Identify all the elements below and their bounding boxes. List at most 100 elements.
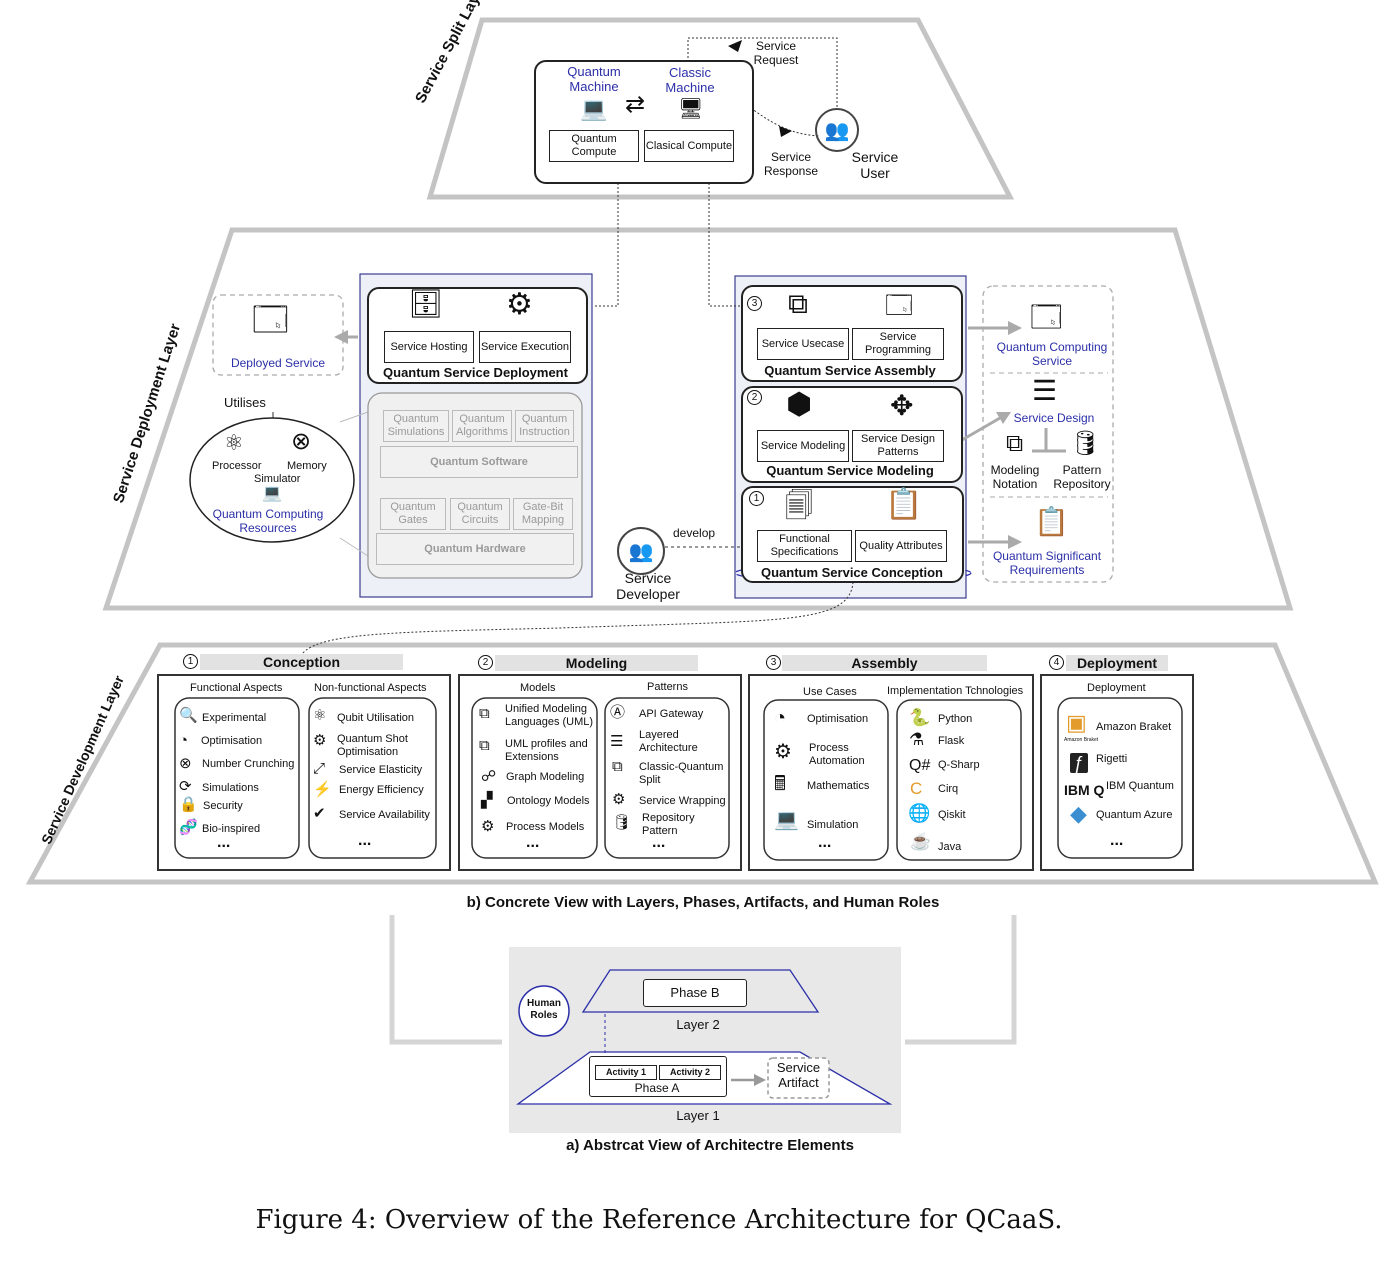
cubes-icon: ⬢ xyxy=(786,388,813,421)
model-item: Unified Modeling Languages (UML) xyxy=(505,703,594,728)
functional-item: Number Crunching xyxy=(202,758,295,770)
quantum-hardware-box: Quantum Hardware xyxy=(376,533,574,565)
service-response-label: Service Response xyxy=(763,150,819,178)
tech-item: Flask xyxy=(938,735,965,747)
pattern-item: Layered Architecture xyxy=(639,729,698,754)
nonfunctional-item: Energy Efficiency xyxy=(339,784,424,796)
deployment-item: Quantum Azure xyxy=(1096,809,1173,821)
amazon-braket-logo-icon: ▣ xyxy=(1066,710,1087,735)
functional-item: Security xyxy=(203,800,243,812)
functional-item: Optimisation xyxy=(201,735,263,747)
service-usecase-box: Service Usecase xyxy=(757,328,849,360)
usecase-flow-icon: ⧉ xyxy=(788,288,808,319)
quantum-service-modeling-title: Quantum Service Modeling xyxy=(766,463,934,478)
wrapping-gear-icon: ⚙ xyxy=(612,791,626,808)
computing-service-code-icon: 🗔 xyxy=(1030,301,1063,334)
uml-diagram-icon: ⧉ xyxy=(479,705,490,722)
deployment-item: Rigetti xyxy=(1096,753,1128,765)
availability-check-icon: ✔ xyxy=(313,805,326,822)
cirq-icon: C xyxy=(910,779,923,798)
use-cases-title: Use Cases xyxy=(803,686,857,698)
simulations-cycle-icon: ⟳ xyxy=(179,778,192,795)
quantum-laptop-small-icon: 💻 xyxy=(262,485,282,502)
security-lock-icon: 🔒 xyxy=(179,796,198,813)
quantum-machine-label: Quantum Machine xyxy=(567,64,621,94)
pattern-item: Repository Pattern xyxy=(642,812,695,837)
quantum-compute-box: Quantum Compute xyxy=(549,130,639,162)
pattern-item: Service Wrapping xyxy=(639,795,726,807)
pattern-item: API Gateway xyxy=(639,708,704,720)
deployment-step-badge: 4 xyxy=(1049,655,1064,670)
qubit-atom-icon: ⚛ xyxy=(313,707,327,724)
classical-compute-box: Clasical Compute xyxy=(644,130,734,162)
shot-optimisation-gear-icon: ⚙ xyxy=(313,732,327,749)
service-request-label: Service Request xyxy=(753,39,799,67)
split-machines-box xyxy=(534,60,754,184)
ellipsis: ... xyxy=(652,834,666,851)
assembly-step-badge: 3 xyxy=(766,655,781,670)
deployed-service-label: Deployed Service xyxy=(230,356,326,370)
usecase-item: Mathematics xyxy=(807,780,870,792)
phase-b-box: Phase B xyxy=(643,979,747,1007)
python-icon: 🐍 xyxy=(909,708,931,727)
ellipsis: ... xyxy=(358,832,372,849)
exchange-arrows-icon: ⇄ xyxy=(625,91,646,118)
patterns-title: Patterns xyxy=(647,681,688,693)
pattern-item: Classic-Quantum Split xyxy=(639,761,724,786)
functional-aspects-title: Functional Aspects xyxy=(190,682,283,694)
nonfunctional-item: Qubit Utilisation xyxy=(337,712,415,724)
develop-label: develop xyxy=(673,526,716,540)
quantum-software-box: Quantum Software xyxy=(380,446,578,478)
gate-bit-mapping-box: Gate-Bit Mapping xyxy=(513,498,573,530)
quantum-computing-resources-label: Quantum Computing Resources xyxy=(212,507,324,535)
layered-icon: ☰ xyxy=(610,733,624,750)
ellipsis: ... xyxy=(1110,832,1124,849)
tech-item: Python xyxy=(938,713,973,725)
desktop-computer-icon: 🖥 xyxy=(678,98,704,120)
classic-machine-label: Classic Machine xyxy=(665,65,715,95)
quantum-algorithms-box: Quantum Algorithms xyxy=(452,410,512,442)
model-item: Graph Modeling xyxy=(506,771,585,783)
memory-label: Memory xyxy=(287,460,327,472)
phase-a-label: Phase A xyxy=(634,1081,680,1095)
amazon-braket-tiny-label: Amazon Braket xyxy=(1064,737,1099,743)
quantum-service-assembly-title: Quantum Service Assembly xyxy=(764,363,936,378)
design-network-icon: ✥ xyxy=(890,390,914,421)
nonfunctional-item: Quantum Shot Optimisation xyxy=(337,733,408,758)
deployment-item: Amazon Braket xyxy=(1096,721,1172,733)
java-cup-icon: ☕ xyxy=(910,832,932,851)
tech-item: Cirq xyxy=(938,783,959,795)
nonfunctional-item: Service Availability xyxy=(339,809,430,821)
quality-attributes-box: Quality Attributes xyxy=(855,530,947,562)
step-3-badge: 3 xyxy=(747,296,762,311)
figure-caption: Figure 4: Overview of the Reference Arch… xyxy=(255,1205,1063,1235)
deployment-header: Deployment xyxy=(1066,655,1168,671)
notation-flow-icon: ⧉ xyxy=(1006,430,1024,457)
code-window-icon: 🗔 xyxy=(885,290,914,320)
service-hosting-box: Service Hosting xyxy=(384,331,474,363)
pattern-repository-label: Pattern Repository xyxy=(1053,463,1111,491)
server-hosting-icon: 🗄 xyxy=(408,288,444,319)
nonfunctional-item: Service Elasticity xyxy=(339,764,423,776)
azure-quantum-logo-icon: ◆ xyxy=(1070,801,1087,826)
service-design-label: Service Design xyxy=(1013,411,1095,425)
step-1-badge: 1 xyxy=(749,491,764,506)
quantum-circuits-box: Quantum Circuits xyxy=(450,498,510,530)
qsharp-icon: Q# xyxy=(909,757,931,774)
step-2-badge: 2 xyxy=(747,390,762,405)
bio-dna-icon: 🧬 xyxy=(179,819,198,836)
functional-item: Simulations xyxy=(202,782,259,794)
model-item: Process Models xyxy=(506,821,585,833)
ontology-tree-icon: ▞ xyxy=(481,792,493,809)
graph-nodes-icon: ☍ xyxy=(481,768,497,785)
tech-item: Q-Sharp xyxy=(938,759,980,771)
service-developer-label: Service Developer xyxy=(616,570,680,603)
utilises-label: Utilises xyxy=(224,395,266,410)
simulator-label: Simulator xyxy=(254,473,301,485)
tech-item: Qiskit xyxy=(938,809,966,821)
processor-chip-icon: ⚛ xyxy=(224,430,244,455)
ellipsis: ... xyxy=(217,834,231,851)
service-artifact-label: Service Artifact xyxy=(776,1060,821,1090)
database-icon: 🛢 xyxy=(1070,430,1101,457)
processor-label: Processor xyxy=(212,460,262,472)
